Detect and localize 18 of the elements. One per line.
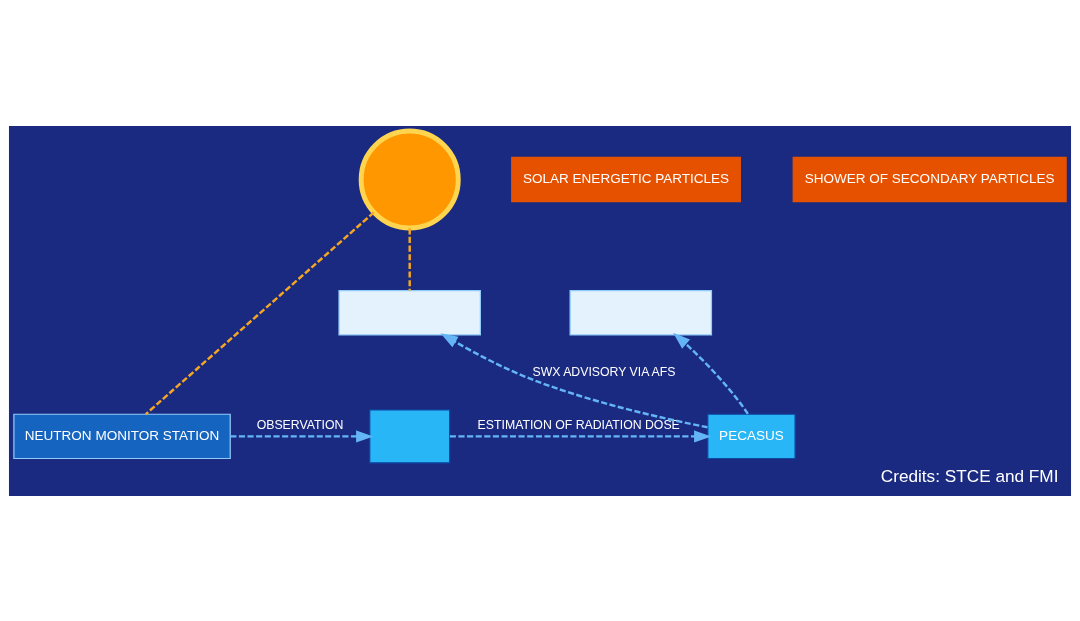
connector	[408, 227, 411, 290]
node-box	[569, 289, 713, 336]
node-circle	[358, 127, 461, 230]
node-box: SOLAR ENERGETIC PARTICLES	[511, 156, 741, 202]
arrow	[673, 332, 749, 415]
node-box	[338, 289, 481, 336]
node-box: SHOWER OF SECONDARY PARTICLES	[792, 156, 1067, 202]
arrow	[230, 429, 374, 442]
edge-label: SWX ADVISORY VIA AFS	[532, 364, 676, 379]
node-box	[369, 408, 451, 463]
arrow	[440, 332, 708, 428]
edge-label: OBSERVATION	[256, 417, 344, 432]
caption: Credits: STCE and FMI	[880, 464, 1059, 485]
node-box: NEUTRON MONITOR STATION	[13, 413, 231, 459]
edge-label: ESTIMATION OF RADIATION DOSE	[477, 417, 680, 432]
node-box: PECASUS	[707, 413, 796, 459]
connector	[145, 211, 375, 415]
arrow	[449, 429, 712, 442]
